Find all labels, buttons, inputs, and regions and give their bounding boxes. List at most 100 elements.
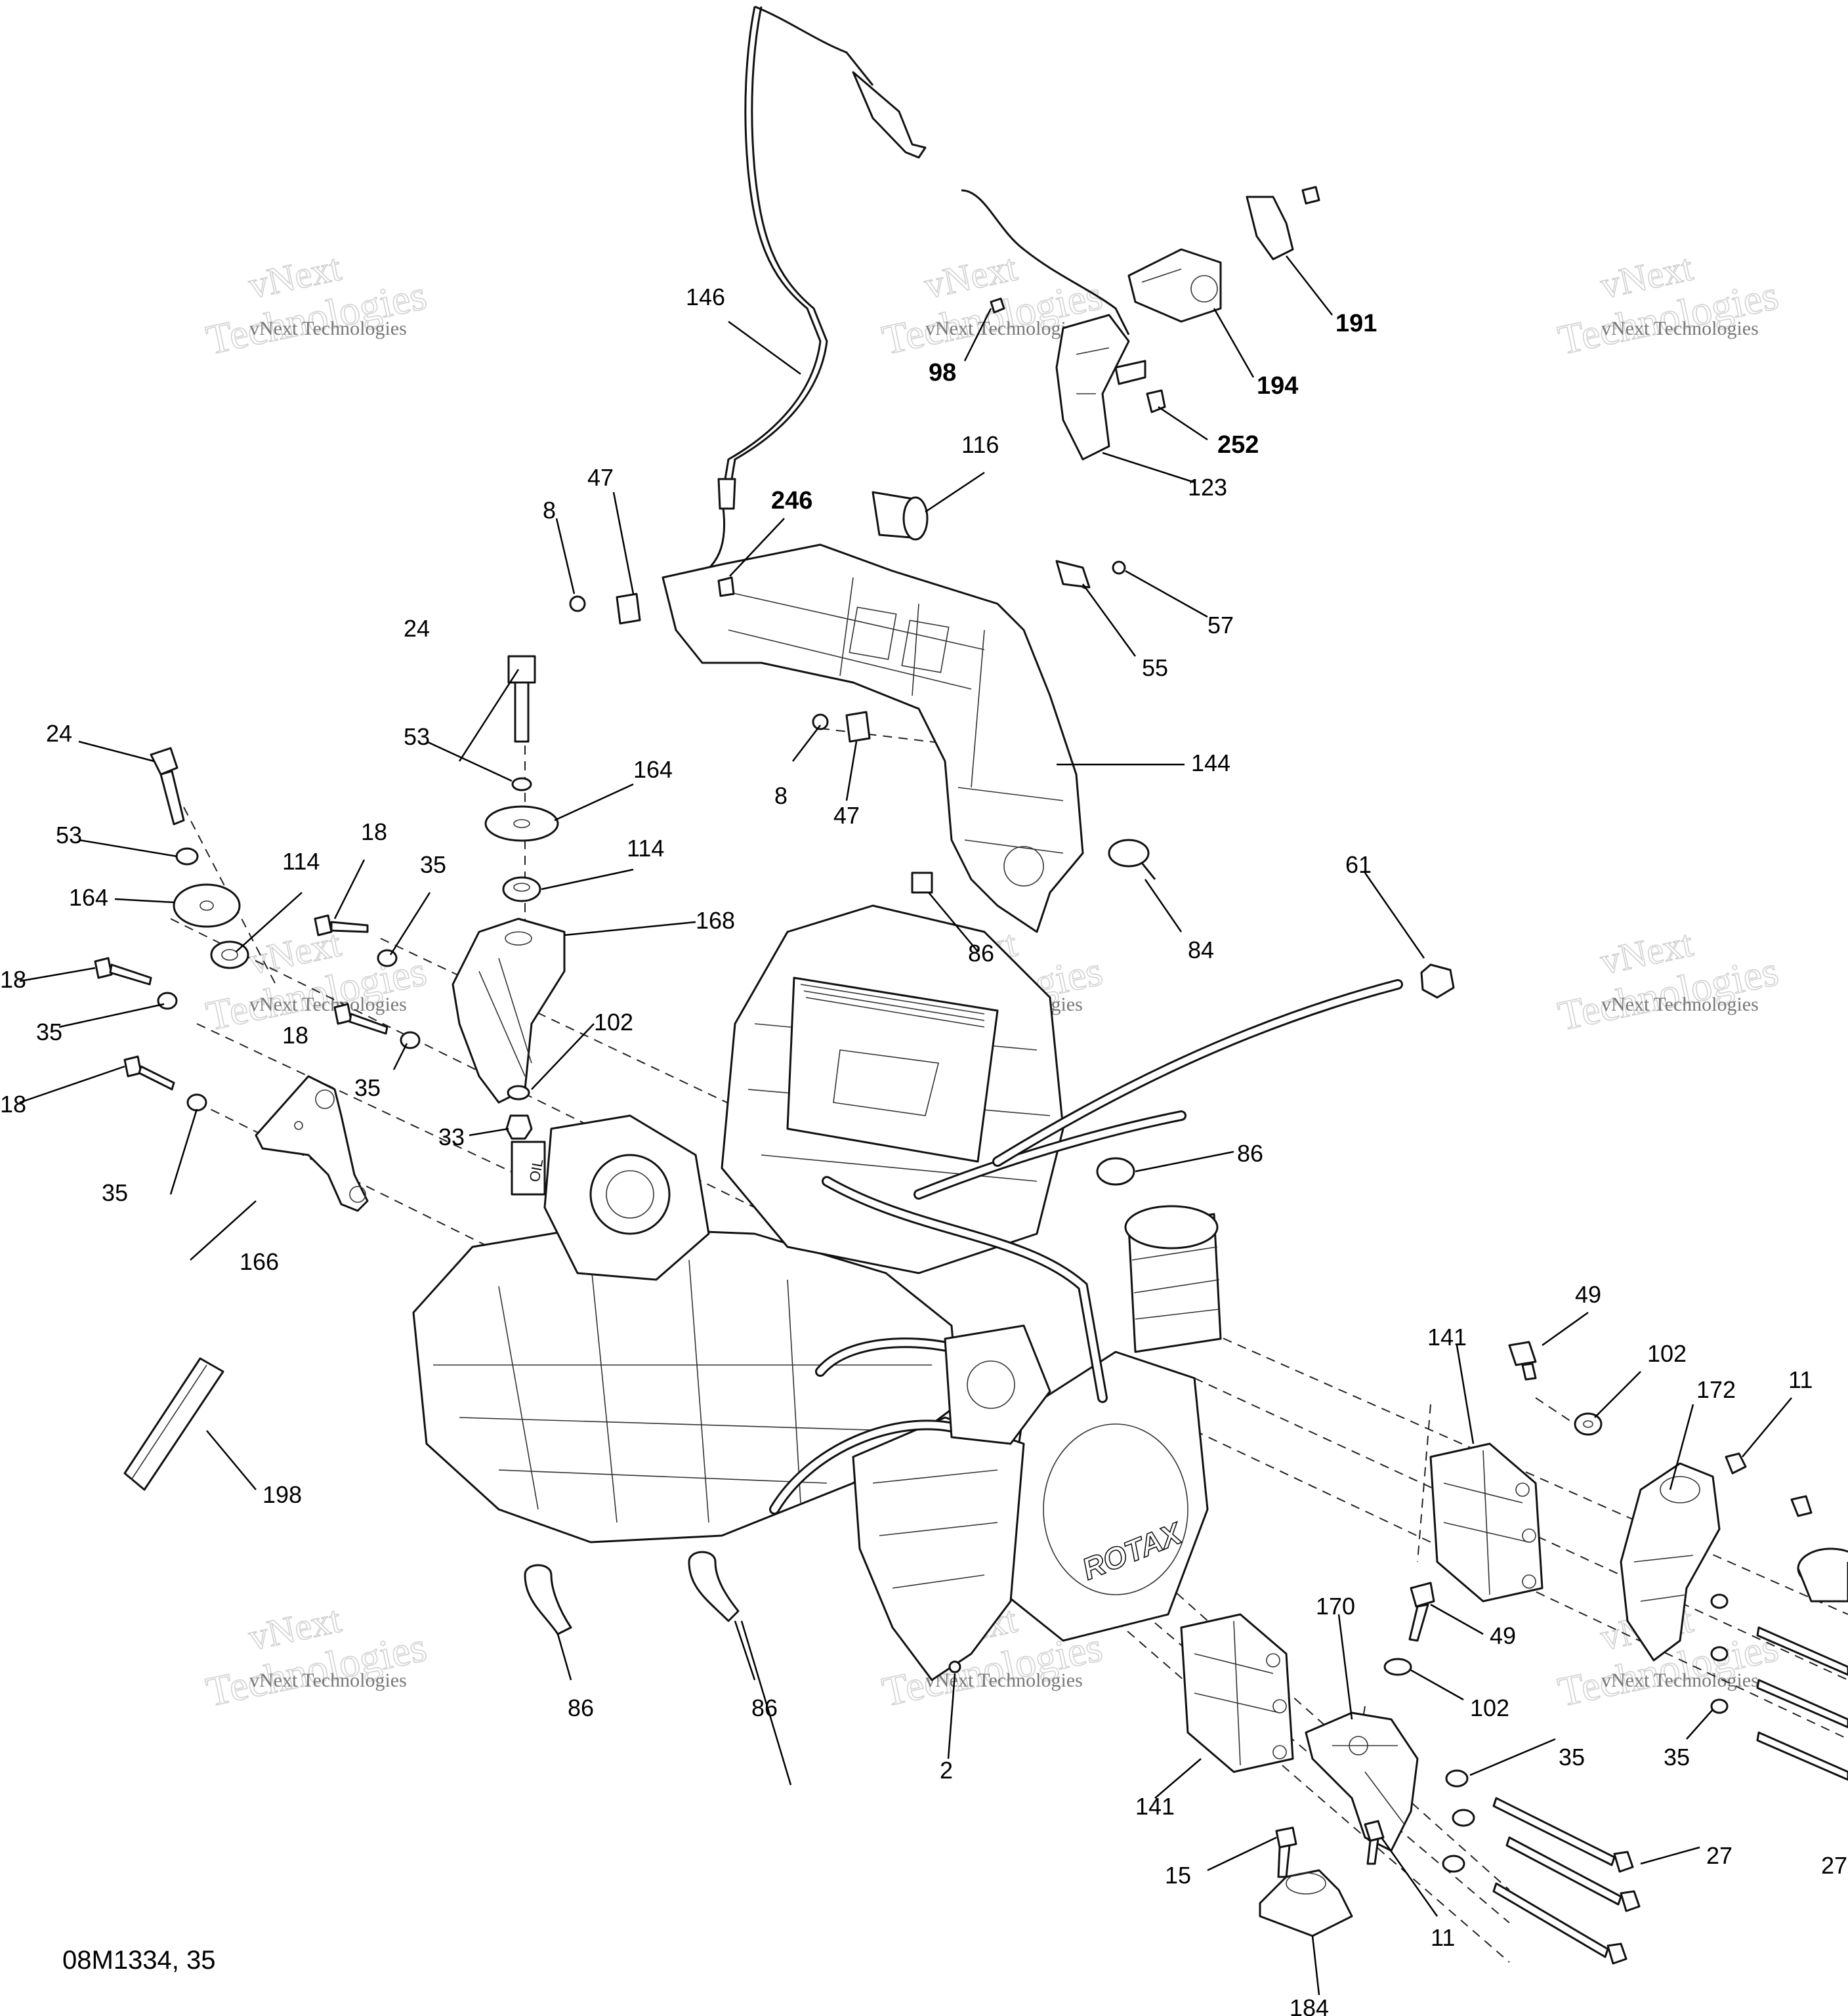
bolt-49-bottom <box>1408 1582 1435 1642</box>
label-49-top: 49 <box>1575 1281 1601 1308</box>
screw-11-top <box>1725 1452 1747 1475</box>
label-11-top: 11 <box>1788 1366 1813 1393</box>
label-18-c: 18 <box>282 1022 308 1049</box>
bolt-49-top <box>1508 1341 1537 1381</box>
washer-102-right <box>1574 1412 1603 1436</box>
watermark-mid-right: vNext Technologies vNext Technologies <box>1553 921 1782 1040</box>
engine-assembly: ROTAX OIL <box>412 904 1222 1681</box>
sensor-191 <box>1246 186 1320 261</box>
label-102-right: 102 <box>1647 1340 1687 1367</box>
label-170: 170 <box>1316 1593 1355 1620</box>
label-144: 144 <box>1191 749 1230 776</box>
cable-tie-84 <box>1108 839 1156 880</box>
intake-bracket-144 <box>662 543 1084 933</box>
label-164-center: 164 <box>633 756 673 783</box>
sensor-194 <box>1127 248 1222 323</box>
adhesive-strip-198 <box>123 1357 224 1491</box>
svg-text:OIL: OIL <box>526 1158 547 1183</box>
long-bolts-27-right <box>1756 1626 1848 1781</box>
washer-53-center <box>511 777 532 791</box>
bolt-18-a <box>314 914 369 936</box>
mount-cushion-right <box>1797 1547 1848 1603</box>
bolt-18-d <box>123 1055 175 1091</box>
nut-33 <box>505 1114 533 1140</box>
label-86-right: 86 <box>1237 1140 1263 1167</box>
bolt-18-c <box>333 1003 388 1035</box>
thermostat-housing <box>944 1324 1051 1445</box>
label-86-bottom-center: 86 <box>751 1694 778 1721</box>
svg-text:vNext Technologies: vNext Technologies <box>1601 318 1759 339</box>
breather-tube-61 <box>992 963 1455 1167</box>
label-35-bottom: 35 <box>1559 1744 1585 1771</box>
bracket-55 <box>1055 560 1091 589</box>
valve-cover <box>786 976 999 1163</box>
bushing-116 <box>872 491 929 541</box>
label-84: 84 <box>1188 936 1214 963</box>
label-166: 166 <box>240 1248 279 1275</box>
washer-53-left <box>175 847 199 866</box>
washer-164-center <box>484 805 559 842</box>
label-246: 246 <box>771 487 812 514</box>
clip-47-bottom <box>845 711 871 743</box>
label-2: 2 <box>940 1757 953 1784</box>
label-114-center: 114 <box>627 835 664 862</box>
svg-text:vNext Technologies: vNext Technologies <box>249 318 407 339</box>
cable-tie-86-right <box>1096 1157 1135 1186</box>
svg-text:vNext Technologies: vNext Technologies <box>1601 994 1759 1015</box>
washer-164-left <box>173 883 241 928</box>
bushing-114-center <box>502 876 541 902</box>
washer-102-center <box>507 1085 530 1101</box>
label-86-bottom-left: 86 <box>568 1694 594 1721</box>
screw-2 <box>948 1660 961 1673</box>
screw-15 <box>1275 1826 1297 1878</box>
label-172: 172 <box>1696 1376 1736 1403</box>
watermark-bottom-left: vNext Technologies vNext Technologies <box>201 1597 430 1716</box>
label-8-top: 8 <box>543 497 556 524</box>
bracket-170 <box>1305 1712 1419 1852</box>
washer-35-c <box>400 1031 421 1049</box>
label-18-d: 18 <box>0 1091 26 1118</box>
label-102-bottom: 102 <box>1470 1694 1509 1721</box>
label-27-center: 27 <box>1706 1842 1732 1869</box>
label-27-right: 27 <box>1821 1852 1847 1879</box>
label-191: 191 <box>1335 310 1377 337</box>
long-bolts-27 <box>1492 1797 1641 1965</box>
washers-35-bottom <box>1442 1769 1475 1873</box>
label-24-left: 24 <box>46 720 72 747</box>
label-194: 194 <box>1257 372 1298 400</box>
label-141-upper: 141 <box>1427 1324 1467 1351</box>
label-114-left: 114 <box>282 848 320 875</box>
watermark-top-left: vNext Technologies vNext Technologies <box>201 245 430 364</box>
svg-text:vNext Technologies: vNext Technologies <box>925 318 1083 339</box>
cable-tie-86-top <box>911 872 933 894</box>
label-15: 15 <box>1165 1862 1191 1889</box>
screw-8-bottom <box>812 713 829 730</box>
diagram-reference-code: 08M1334, 35 <box>62 1946 216 1975</box>
label-35-d: 35 <box>102 1179 128 1206</box>
label-116: 116 <box>961 431 999 458</box>
leader-lines <box>19 255 1792 1996</box>
label-168: 168 <box>696 907 735 934</box>
clip-246 <box>717 576 735 597</box>
watermark-top-right: vNext Technologies vNext Technologies <box>1553 245 1782 364</box>
label-47-bottom: 47 <box>833 802 860 829</box>
label-123: 123 <box>1188 474 1227 501</box>
label-18-b: 18 <box>0 966 26 993</box>
engine-block-pad-141-upper <box>1429 1442 1544 1603</box>
washer-35-b <box>157 992 178 1010</box>
bracket-172 <box>1620 1462 1721 1662</box>
clip-47-top <box>616 593 641 625</box>
label-98: 98 <box>929 359 956 387</box>
mount-cushion-184 <box>1259 1869 1353 1937</box>
cable-tie-86-bottom-left <box>524 1564 572 1635</box>
sensor-bracket-123 <box>961 189 1146 461</box>
screw-57 <box>1112 560 1126 575</box>
bracket-166 <box>255 1075 369 1212</box>
label-102-center: 102 <box>594 1009 633 1036</box>
watermark-mid-left: vNext Technologies vNext Technologies <box>201 921 430 1040</box>
label-35-a: 35 <box>420 851 446 878</box>
label-252: 252 <box>1217 431 1259 459</box>
svg-text:vNext Technologies: vNext Technologies <box>1601 1670 1759 1691</box>
label-47-top: 47 <box>587 464 614 491</box>
label-164-left: 164 <box>69 884 108 911</box>
